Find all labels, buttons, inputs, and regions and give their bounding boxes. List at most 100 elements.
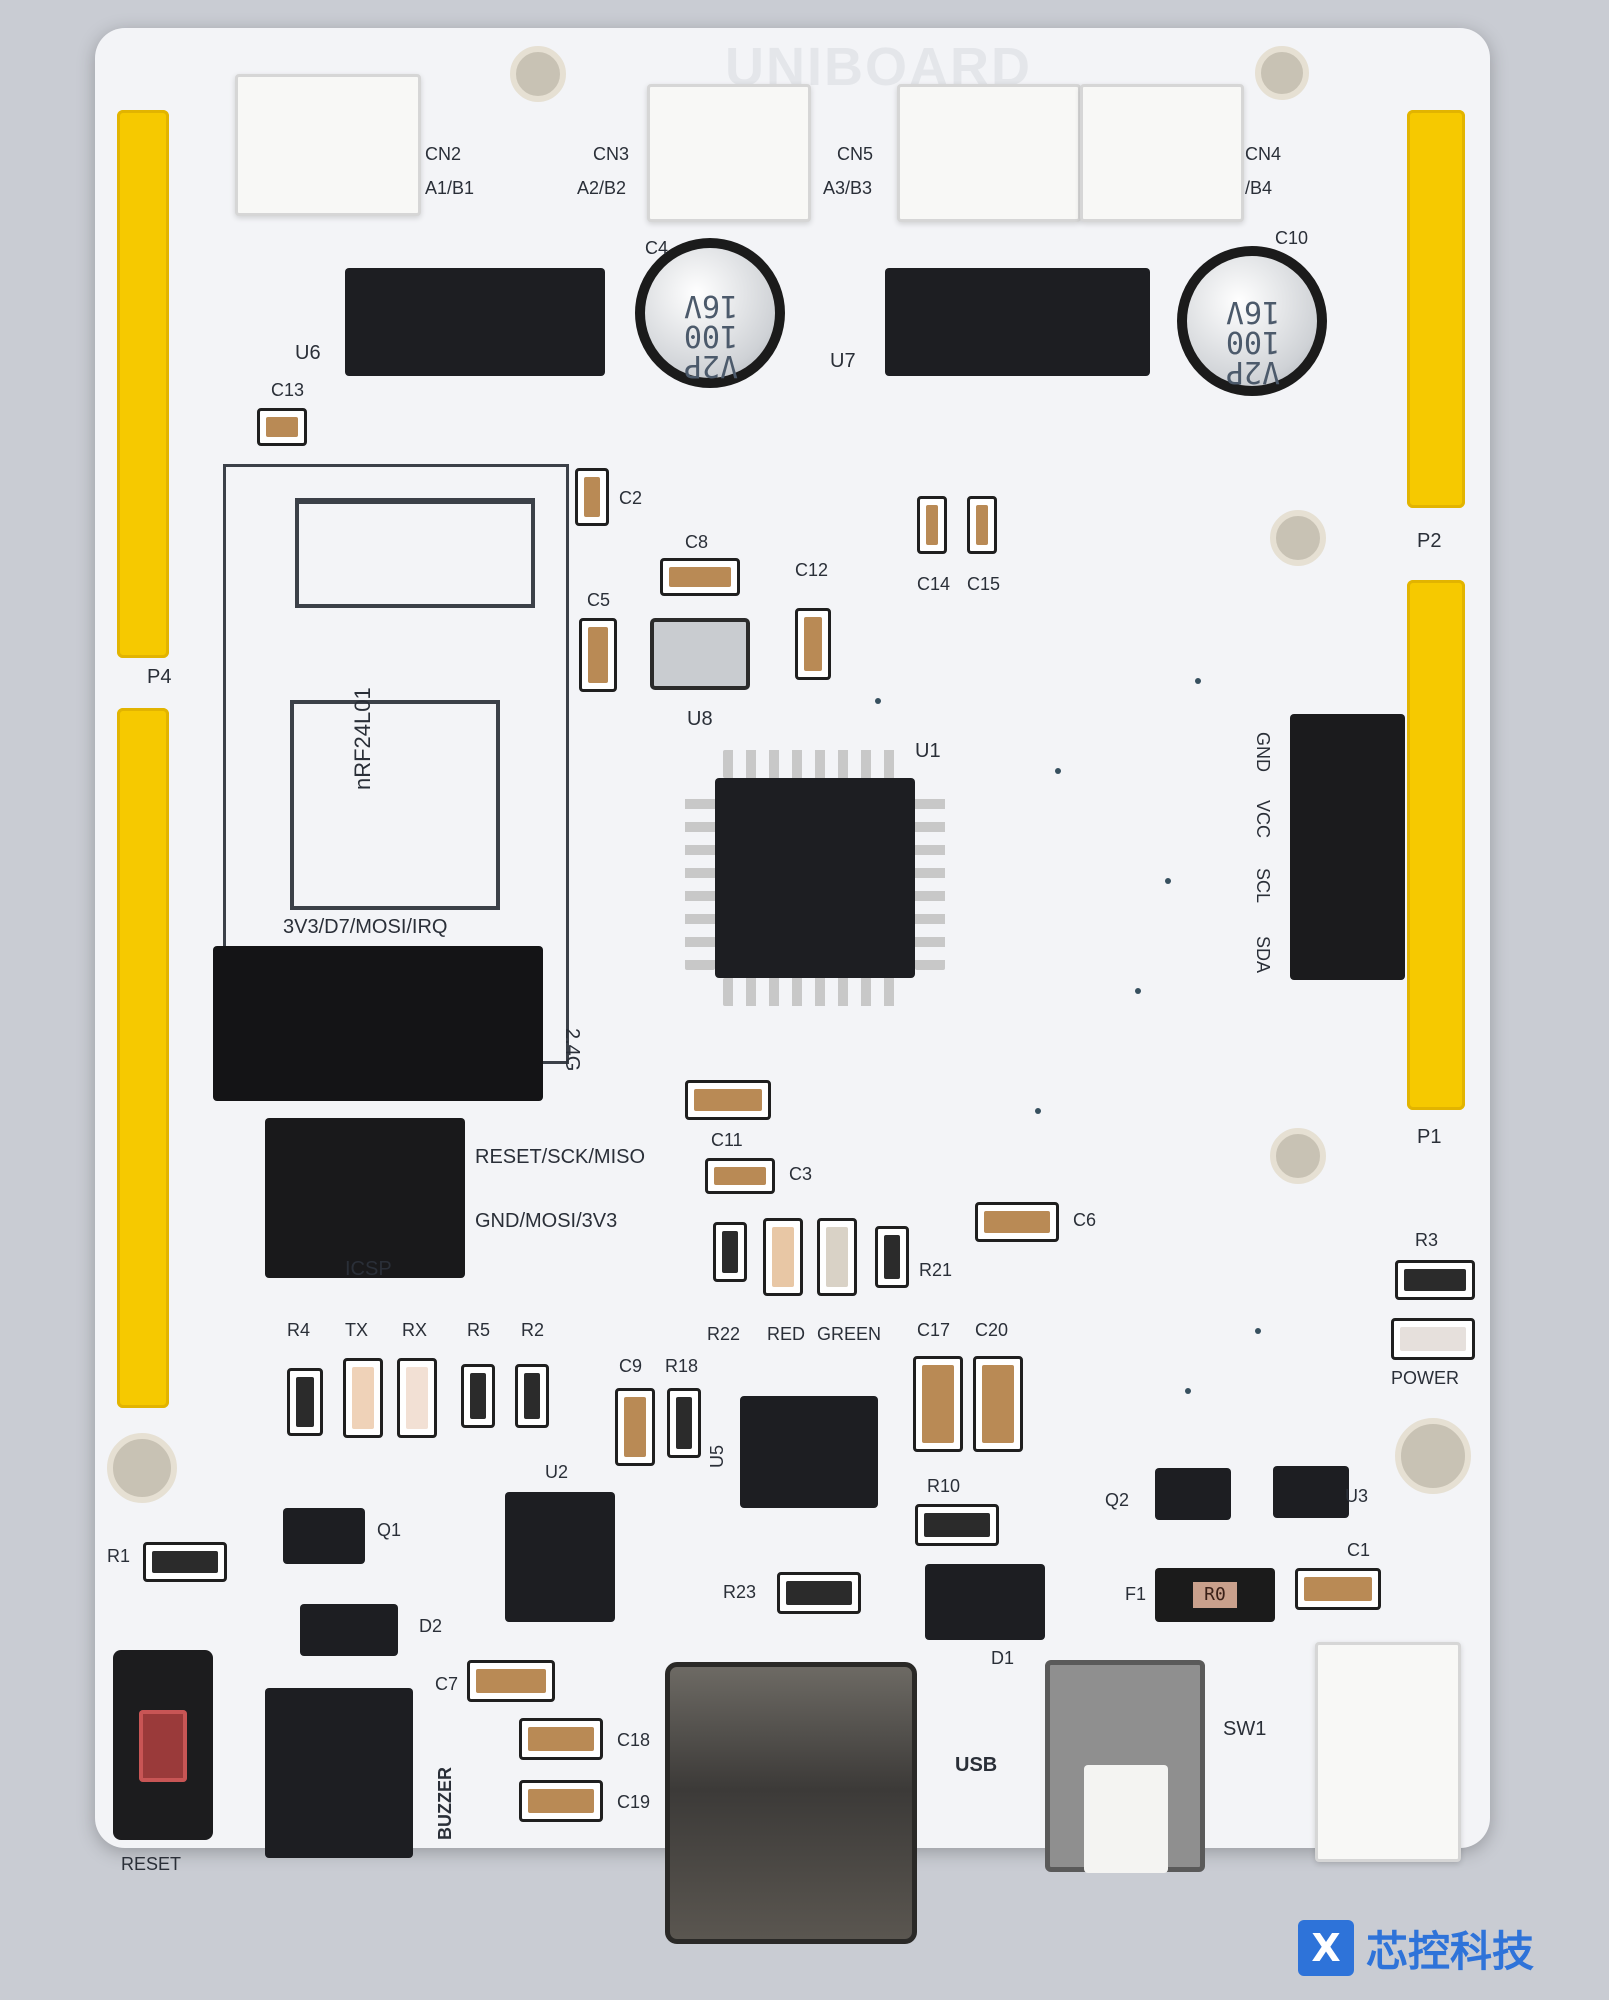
- resistor-r1: [143, 1542, 227, 1582]
- diode-d1: [925, 1564, 1045, 1640]
- resistor-r4: [287, 1368, 323, 1436]
- diode-d2-label: D2: [419, 1616, 443, 1636]
- resistor-r2-label: R2: [521, 1320, 545, 1340]
- led-green: [817, 1218, 857, 1296]
- header-p1[interactable]: [1407, 580, 1465, 1110]
- power-switch-knob[interactable]: [1084, 1765, 1168, 1873]
- header-left-lower[interactable]: [117, 708, 169, 1408]
- via: [1185, 1388, 1191, 1394]
- radio-module-note: 2.4G: [561, 1028, 583, 1072]
- led-rx-label: RX: [402, 1320, 428, 1340]
- connector-cn3[interactable]: [647, 84, 811, 222]
- capacitor-c2-label: C2: [619, 488, 643, 508]
- mount-hole-bottom-right: [1395, 1418, 1471, 1494]
- connector-cn4-name: CN4: [1245, 144, 1282, 164]
- led-tx: [343, 1358, 383, 1438]
- reset-button-label: RESET: [121, 1854, 182, 1874]
- resistor-r3-label: R3: [1415, 1230, 1439, 1250]
- ic-u6-label: U6: [295, 342, 321, 364]
- capacitor-c11: [685, 1080, 771, 1120]
- capacitor-c7: [467, 1660, 555, 1702]
- connector-cn3-pins: A2/B2: [577, 178, 627, 198]
- capacitor-c7-label: C7: [435, 1674, 459, 1694]
- capacitor-c19-label: C19: [617, 1792, 651, 1812]
- resistor-r10: [915, 1504, 999, 1546]
- i2c-pin-vcc: VCC: [1253, 800, 1273, 839]
- fuse-f1: R0: [1155, 1568, 1275, 1622]
- radio-module-label: nRF24L01: [350, 687, 375, 790]
- fuse-f1-marking: R0: [1193, 1582, 1237, 1608]
- watermark-text: 芯控科技: [1366, 1926, 1535, 1976]
- watermark-logo-icon: X: [1298, 1920, 1354, 1976]
- connector-cn2[interactable]: [235, 74, 421, 216]
- resistor-r23: [777, 1572, 861, 1614]
- capacitor-c9: [615, 1388, 655, 1466]
- resistor-r3: [1395, 1260, 1475, 1300]
- transistor-q2: [1155, 1468, 1231, 1520]
- via: [875, 698, 881, 704]
- capacitor-c14: [917, 496, 947, 554]
- led-power: [1391, 1318, 1475, 1360]
- capacitor-c17-label: C17: [917, 1320, 951, 1340]
- capacitor-c1: [1295, 1568, 1381, 1610]
- capacitor-c3: [705, 1158, 775, 1194]
- reset-button[interactable]: [113, 1650, 213, 1840]
- transistor-q2-label: Q2: [1105, 1490, 1130, 1510]
- radio-header[interactable]: [213, 946, 543, 1101]
- capacitor-c18: [519, 1718, 603, 1760]
- connector-cn5[interactable]: [897, 84, 1081, 222]
- ic-u5: [740, 1396, 878, 1508]
- power-switch-sw1[interactable]: [1045, 1660, 1205, 1873]
- reset-button-cap[interactable]: [139, 1710, 187, 1782]
- resistor-r18: [667, 1388, 701, 1458]
- capacitor-c6: [975, 1202, 1059, 1242]
- capacitor-c12-label: C12: [795, 560, 829, 580]
- capacitor-c10-label: C10: [1275, 228, 1309, 248]
- capacitor-c15-label: C15: [967, 574, 1001, 594]
- capacitor-c12: [795, 608, 831, 680]
- mount-hole-lower-right: [1270, 1128, 1326, 1184]
- resistor-r22: [713, 1222, 747, 1282]
- i2c-pin-sda: SDA: [1253, 936, 1273, 974]
- icsp-header[interactable]: [265, 1118, 465, 1278]
- mcu-pins-right: [915, 786, 945, 970]
- mcu-u1: [715, 778, 915, 978]
- mount-hole-left: [107, 1433, 177, 1503]
- via: [1195, 678, 1201, 684]
- power-connector[interactable]: [1315, 1642, 1461, 1862]
- resistor-r1-label: R1: [107, 1546, 131, 1566]
- usb-c-connector[interactable]: [665, 1662, 917, 1944]
- resistor-r22-label: R22: [707, 1324, 741, 1344]
- ic-u3-label: U3: [1345, 1486, 1369, 1506]
- connector-cn4[interactable]: [1080, 84, 1244, 222]
- led-red: [763, 1218, 803, 1296]
- resistor-r21: [875, 1226, 909, 1288]
- capacitor-c17: [913, 1356, 963, 1452]
- via: [1055, 768, 1061, 774]
- capacitor-c2: [575, 468, 609, 526]
- i2c-pin-gnd: GND: [1253, 732, 1273, 772]
- led-green-label: GREEN: [817, 1324, 882, 1344]
- capacitor-c11-label: C11: [711, 1130, 743, 1150]
- resistor-r18-label: R18: [665, 1356, 699, 1376]
- resistor-r4-label: R4: [287, 1320, 311, 1340]
- capacitor-c8: [660, 558, 740, 596]
- header-p2[interactable]: [1407, 110, 1465, 508]
- capacitor-c5: [579, 618, 617, 692]
- capacitor-c8-label: C8: [685, 532, 709, 552]
- connector-cn5-name: CN5: [837, 144, 874, 164]
- ic-u3: [1273, 1466, 1349, 1518]
- radio-chip-outline: [290, 700, 500, 910]
- i2c-header[interactable]: [1290, 714, 1405, 980]
- mcu-pins-top: [723, 750, 907, 778]
- capacitor-c10: [1177, 246, 1327, 396]
- resistor-r21-label: R21: [919, 1260, 953, 1280]
- resistor-r23-label: R23: [723, 1582, 757, 1602]
- header-p4[interactable]: [117, 110, 169, 658]
- mcu-pins-left: [685, 786, 715, 970]
- mount-hole-mid-right: [1270, 510, 1326, 566]
- capacitor-c6-label: C6: [1073, 1210, 1097, 1230]
- icsp-label: ICSP: [345, 1258, 392, 1280]
- capacitor-c4-label: C4: [645, 238, 669, 258]
